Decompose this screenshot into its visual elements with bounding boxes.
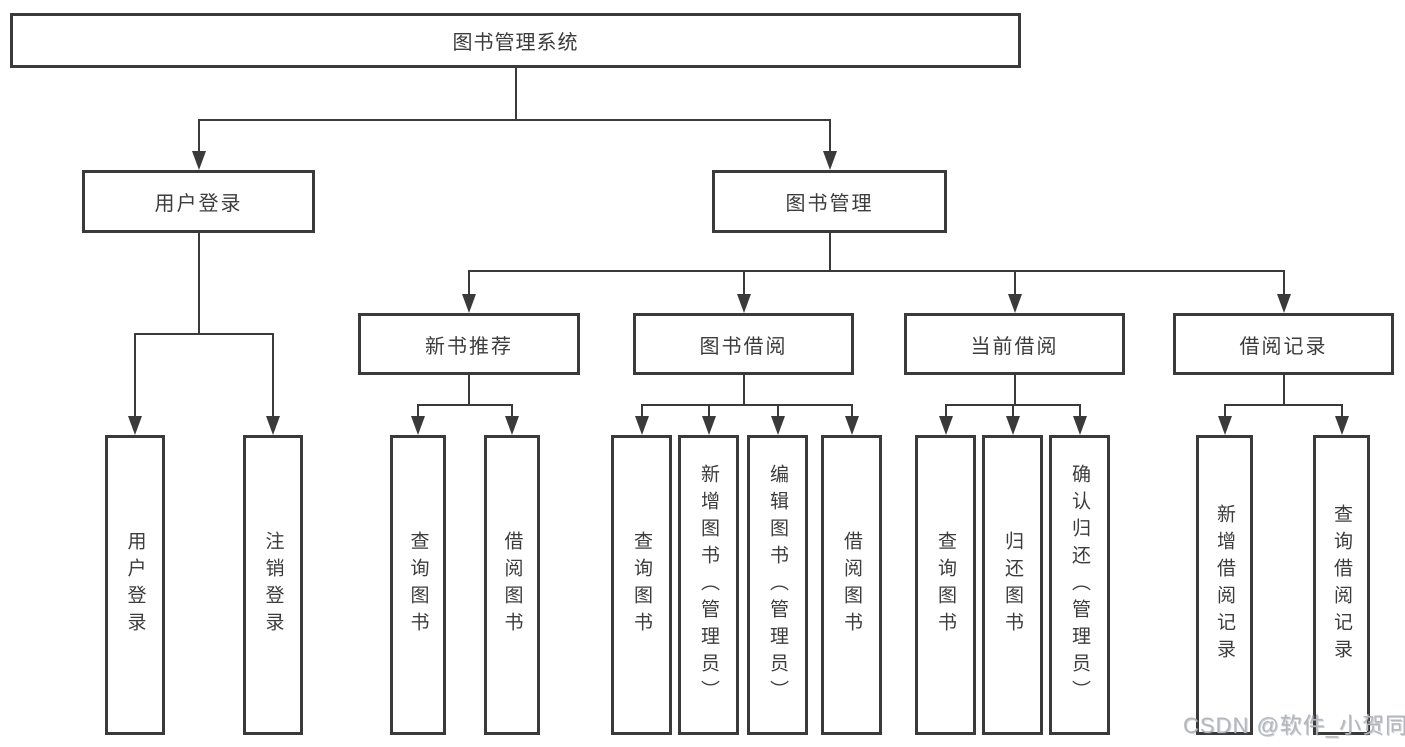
- node-book-management: 图书管理: [712, 170, 947, 233]
- arrowhead-bb-edit: [770, 416, 785, 435]
- leaf-record-add: 新增借阅记录: [1196, 435, 1253, 735]
- connector-drop-rc-query: [1340, 404, 1343, 418]
- leaf-newbook-borrow: 借阅图书: [484, 435, 540, 735]
- node-new-book-recommend: 新书推荐: [358, 313, 580, 375]
- connector-rail-book-mgmt: [468, 270, 1285, 272]
- arrowhead-cb-return: [1005, 416, 1020, 435]
- connector-rail-borrow: [640, 404, 853, 406]
- leaf-user-login: 用户登录: [105, 435, 165, 735]
- arrowhead-book-mgmt: [822, 151, 837, 170]
- connector-stem-current: [1013, 375, 1016, 406]
- arrowhead-cb-query: [938, 416, 953, 435]
- connector-stem-book-mgmt: [828, 233, 831, 271]
- arrowhead-rc-add: [1217, 416, 1232, 435]
- leaf-borrow-borrow: 借阅图书: [821, 435, 882, 735]
- leaf-record-query: 查询借阅记录: [1313, 435, 1370, 735]
- connector-drop-current: [1013, 270, 1016, 296]
- arrowhead-record: [1276, 294, 1291, 313]
- arrowhead-bb-add: [701, 416, 716, 435]
- connector-drop-book-mgmt: [828, 119, 831, 153]
- node-root-system: 图书管理系统: [10, 13, 1021, 68]
- connector-rail-new-book: [417, 404, 513, 406]
- connector-drop-new-book: [468, 270, 470, 296]
- node-book-borrow: 图书借阅: [633, 313, 854, 375]
- arrowhead-nb-query: [411, 416, 425, 435]
- connector-drop-cb-query: [944, 404, 947, 418]
- arrowhead-current: [1007, 294, 1022, 313]
- node-current-borrow: 当前借阅: [904, 313, 1125, 375]
- leaf-borrow-add-admin: 新增图书（管理员）: [678, 435, 739, 735]
- arrowhead-user-login: [191, 151, 206, 170]
- connector-stem-root: [514, 68, 517, 121]
- node-user-login: 用户登录: [82, 170, 315, 233]
- connector-stem-record: [1282, 375, 1285, 406]
- connector-drop-borrow: [742, 270, 745, 296]
- connector-drop-cb-return: [1011, 404, 1014, 418]
- connector-drop-record: [1282, 270, 1285, 296]
- leaf-current-query: 查询图书: [915, 435, 976, 735]
- connector-drop-leaf-login: [134, 333, 136, 419]
- leaf-borrow-edit-admin: 编辑图书（管理员）: [747, 435, 808, 735]
- connector-rail-user-login: [134, 333, 274, 335]
- connector-stem-borrow: [742, 375, 745, 406]
- connector-drop-bb-borrow: [850, 404, 853, 418]
- connector-drop-nb-borrow: [511, 404, 513, 418]
- connector-stem-new-book: [468, 375, 470, 406]
- connector-drop-nb-query: [417, 404, 419, 418]
- connector-drop-leaf-logout: [272, 333, 274, 419]
- arrowhead-borrow: [736, 294, 751, 313]
- connector-drop-user-login: [197, 119, 200, 153]
- arrowhead-leaf-logout: [266, 416, 280, 435]
- node-borrow-record: 借阅记录: [1173, 313, 1394, 375]
- connector-drop-rc-add: [1223, 404, 1226, 418]
- arrowhead-cb-confirm: [1072, 416, 1087, 435]
- csdn-watermark: CSDN @软件_小贺同学: [1183, 713, 1405, 738]
- leaf-logout: 注销登录: [243, 435, 303, 735]
- connector-drop-bb-query: [640, 404, 643, 418]
- connector-stem-user-login: [197, 233, 200, 334]
- connector-rail-root: [197, 119, 831, 121]
- leaf-current-confirm-admin: 确认归还（管理员）: [1049, 435, 1110, 735]
- connector-drop-bb-edit: [776, 404, 779, 418]
- arrowhead-new-book: [462, 294, 476, 313]
- connector-rail-record: [1223, 404, 1343, 406]
- arrowhead-leaf-login: [128, 416, 142, 435]
- connector-drop-bb-add: [707, 404, 710, 418]
- leaf-newbook-query: 查询图书: [390, 435, 446, 735]
- arrowhead-nb-borrow: [505, 416, 519, 435]
- leaf-borrow-query: 查询图书: [611, 435, 672, 735]
- arrowhead-bb-borrow: [844, 416, 859, 435]
- arrowhead-bb-query: [634, 416, 649, 435]
- leaf-current-return: 归还图书: [982, 435, 1043, 735]
- connector-drop-cb-confirm: [1078, 404, 1081, 418]
- arrowhead-rc-query: [1334, 416, 1349, 435]
